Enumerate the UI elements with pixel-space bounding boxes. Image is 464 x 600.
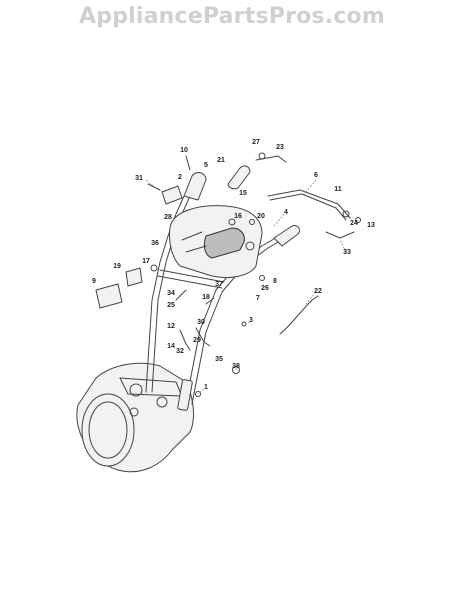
- callout-15: 15: [239, 190, 247, 197]
- callout-29: 29: [193, 337, 201, 344]
- loose-parts: [95, 155, 265, 397]
- callout-5: 5: [204, 162, 208, 169]
- callout-7: 7: [256, 295, 260, 302]
- callout-37: 37: [215, 281, 223, 288]
- handle-grips: [161, 165, 301, 247]
- callout-17: 17: [142, 258, 150, 265]
- control-panel: [169, 205, 263, 279]
- callout-14: 14: [167, 343, 175, 350]
- callout-27: 27: [252, 139, 260, 146]
- callout-18: 18: [202, 294, 210, 301]
- callout-36: 36: [151, 240, 159, 247]
- callout-28: 28: [164, 214, 172, 221]
- callout-6: 6: [314, 172, 318, 179]
- auger-housing: [76, 362, 194, 473]
- callout-8: 8: [273, 278, 277, 285]
- callout-35: 35: [215, 356, 223, 363]
- callout-25: 25: [167, 302, 175, 309]
- callout-21: 21: [217, 157, 225, 164]
- callout-2: 2: [178, 174, 182, 181]
- callout-layer: 1234567891011121314151617181920212223242…: [92, 139, 375, 391]
- callout-34: 34: [167, 290, 175, 297]
- callout-3: 3: [249, 317, 253, 324]
- callout-22: 22: [314, 288, 322, 295]
- callout-4: 4: [284, 209, 288, 216]
- callout-33: 33: [343, 249, 351, 256]
- callout-16: 16: [234, 213, 242, 220]
- chute-cable: [279, 295, 319, 335]
- callout-13: 13: [367, 222, 375, 229]
- site-watermark: AppliancePartsPros.com: [79, 4, 385, 29]
- callout-24: 24: [350, 220, 358, 227]
- callout-31: 31: [135, 175, 143, 182]
- callout-38: 38: [232, 363, 240, 370]
- leader-lines: [145, 179, 347, 395]
- callout-20: 20: [257, 213, 265, 220]
- callout-30: 30: [197, 319, 205, 326]
- control-rod-assembly: [255, 152, 361, 239]
- callout-11: 11: [334, 186, 342, 193]
- callout-10: 10: [180, 147, 188, 154]
- callout-9: 9: [92, 278, 96, 285]
- callout-19: 19: [113, 263, 121, 270]
- callout-12: 12: [167, 323, 175, 330]
- callout-32: 32: [176, 348, 184, 355]
- callout-26: 26: [261, 285, 269, 292]
- callout-23: 23: [276, 144, 284, 151]
- callout-1: 1: [204, 384, 208, 391]
- handle-frame: [145, 195, 289, 411]
